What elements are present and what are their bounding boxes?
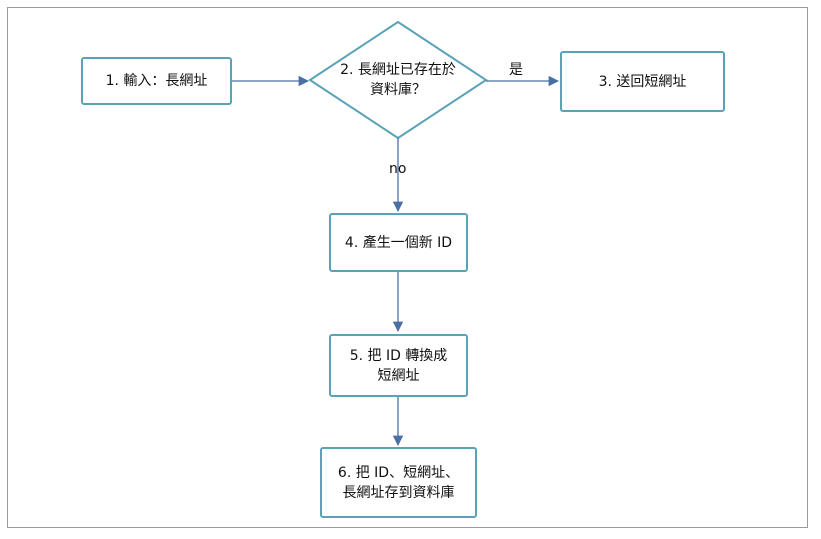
node-store: 6. 把 ID、短網址、 長網址存到資料庫 xyxy=(320,447,477,518)
node-generate: 4. 產生一個新 ID xyxy=(329,213,468,272)
edge-label-yes: 是 xyxy=(509,62,523,78)
node-return-label: 3. 送回短網址 xyxy=(598,73,687,90)
node-check-label: 2. 長網址已存在於 資料庫？ xyxy=(340,62,456,98)
node-store-label: 6. 把 ID、短網址、 長網址存到資料庫 xyxy=(337,464,460,501)
node-input-label: 1. 輸入：長網址 xyxy=(105,73,208,89)
edge-label-no: no xyxy=(389,161,407,177)
node-return: 3. 送回短網址 xyxy=(560,51,725,112)
node-generate-label: 4. 產生一個新 ID xyxy=(344,234,453,251)
node-convert: 5. 把 ID 轉換成 短網址 xyxy=(329,334,468,397)
diagram-frame xyxy=(7,7,808,528)
node-check-label-wrap: 2. 長網址已存在於 資料庫？ xyxy=(320,55,476,105)
node-convert-label: 5. 把 ID 轉換成 短網址 xyxy=(349,347,448,384)
node-input: 1. 輸入：長網址 xyxy=(81,57,232,105)
